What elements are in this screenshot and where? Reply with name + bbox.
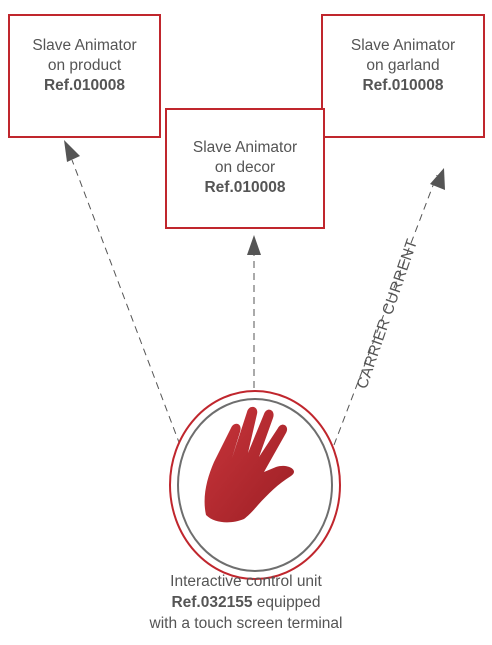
controller-caption-line1: Interactive control unit xyxy=(170,573,322,590)
product-box-ref: Ref.010008 xyxy=(43,77,125,94)
dashed-link-garland xyxy=(333,174,438,446)
arrowhead-garland xyxy=(430,168,445,190)
controller-caption: Interactive control unit Ref.032155 equi… xyxy=(0,571,492,634)
slave-animator-garland-box: Slave Animator on garland Ref.010008 xyxy=(321,14,485,138)
product-box-subtitle: on product xyxy=(47,57,122,74)
decor-box-subtitle: on decor xyxy=(214,159,276,176)
garland-box-ref: Ref.010008 xyxy=(362,77,444,94)
arrowhead-decor xyxy=(247,235,261,255)
slave-animator-product-box: Slave Animator on product Ref.010008 xyxy=(8,14,161,138)
controller-caption-line2: Ref.032155 equipped xyxy=(0,592,492,613)
decor-box-ref: Ref.010008 xyxy=(204,179,286,196)
controller-caption-line3: with a touch screen terminal xyxy=(149,615,343,632)
garland-box-title: Slave Animator xyxy=(350,37,456,54)
controller-caption-suffix: equipped xyxy=(252,594,321,611)
slave-animator-decor-box: Slave Animator on decor Ref.010008 xyxy=(165,108,325,229)
product-box-title: Slave Animator xyxy=(32,37,137,54)
arrowhead-product xyxy=(64,140,80,162)
garland-box-subtitle: on garland xyxy=(366,57,440,74)
decor-box-title: Slave Animator xyxy=(192,139,298,156)
hand-icon xyxy=(204,406,295,523)
controller-emblem xyxy=(169,390,341,580)
controller-ref: Ref.032155 xyxy=(171,594,253,611)
dashed-link-product xyxy=(71,159,181,446)
